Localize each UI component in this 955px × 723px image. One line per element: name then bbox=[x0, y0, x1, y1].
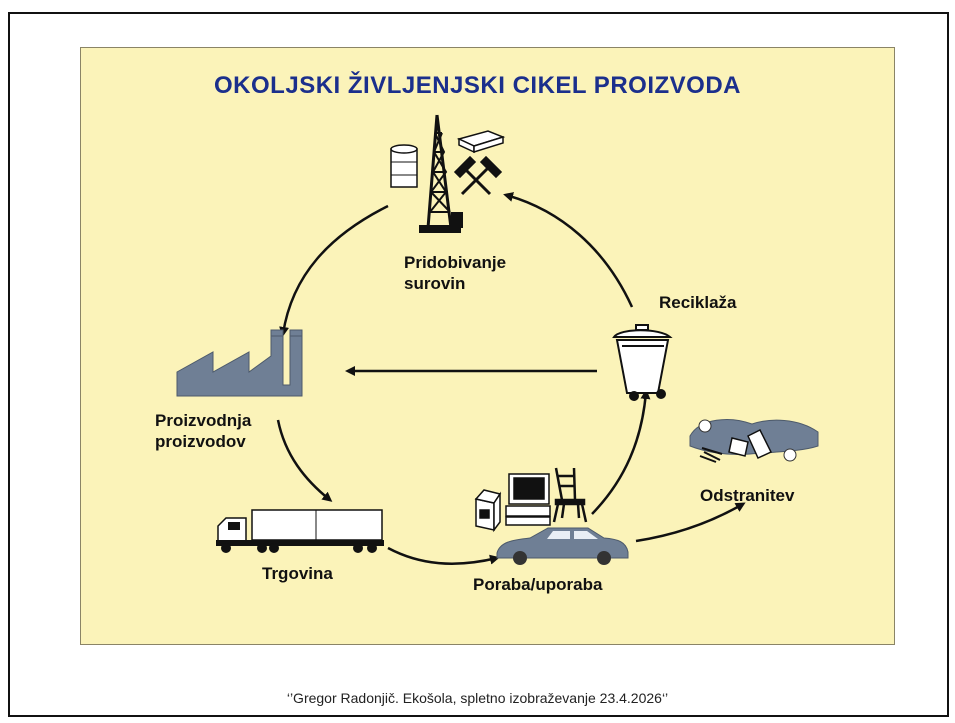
crossed-hammers-icon bbox=[453, 155, 503, 196]
arrow-consumption-to-disposal bbox=[635, 502, 746, 543]
node-label-production: Proizvodnja proizvodov bbox=[155, 410, 251, 452]
car-icon bbox=[496, 527, 629, 565]
barrel-icon bbox=[390, 144, 418, 188]
node-label-trade: Trgovina bbox=[262, 564, 333, 583]
node-label-recycling: Reciklaža bbox=[659, 293, 737, 312]
computer-icon bbox=[505, 473, 551, 526]
arrow-recycling-to-extraction bbox=[503, 192, 634, 308]
junk-pile-icon bbox=[689, 419, 819, 463]
arrow-production-to-trade bbox=[276, 419, 333, 502]
arrow-extraction-to-production bbox=[279, 204, 389, 337]
node-label-extraction-line2: surovin bbox=[404, 274, 466, 293]
node-label-extraction: Pridobivanje surovin bbox=[404, 252, 506, 294]
truck-icon bbox=[216, 509, 384, 553]
chair-icon bbox=[552, 467, 588, 523]
node-label-production-line1: Proizvodnja bbox=[155, 411, 252, 430]
oil-derrick-icon bbox=[419, 114, 463, 233]
factory-icon bbox=[176, 329, 303, 397]
trash-bin-icon bbox=[612, 324, 673, 401]
node-label-disposal: Odstranitev bbox=[700, 486, 795, 505]
node-label-extraction-line1: Pridobivanje bbox=[404, 253, 507, 272]
arrow-consumption-to-recycling bbox=[591, 389, 651, 515]
milk-carton-icon bbox=[474, 489, 502, 533]
source-caption: ‘’Gregor Radonjič. Ekošola, spletno izob… bbox=[286, 690, 669, 706]
diagram-title: OKOLJSKI ŽIVLJENJSKI CIKEL PROIZVODA bbox=[214, 72, 741, 99]
node-label-production-line2: proizvodov bbox=[155, 432, 246, 451]
node-label-consumption: Poraba/uporaba bbox=[473, 575, 603, 594]
arrow-trade-to-consumption bbox=[387, 546, 500, 565]
gold-bar-icon bbox=[456, 130, 506, 154]
